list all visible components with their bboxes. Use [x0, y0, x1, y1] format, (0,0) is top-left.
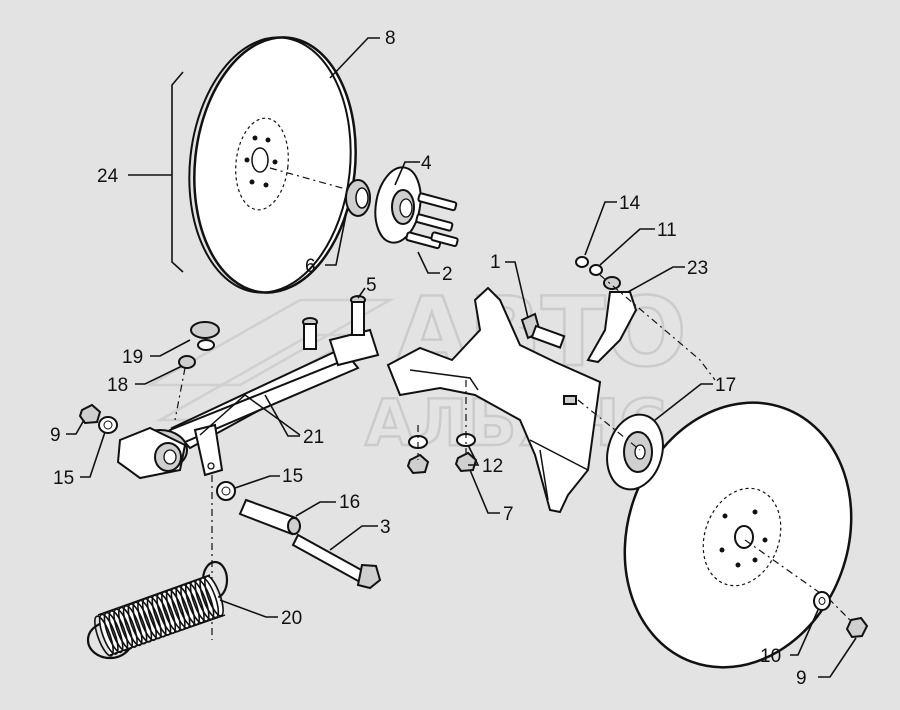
callout-8: 8 — [385, 28, 396, 49]
callout-labels: 8 4 24 6 2 14 11 1 23 5 19 18 17 9 21 15… — [50, 28, 807, 689]
callout-1: 1 — [490, 252, 501, 273]
bolt-5 — [350, 295, 366, 336]
leader-lines — [66, 37, 857, 678]
sleeve-16 — [238, 498, 301, 536]
callout-18: 18 — [107, 375, 128, 396]
scraper-bracket — [386, 286, 602, 514]
callout-14: 14 — [619, 193, 641, 214]
callout-6: 6 — [305, 256, 316, 277]
bushing-15-left — [98, 416, 118, 434]
callout-7: 7 — [503, 504, 514, 525]
scraper-23 — [586, 276, 638, 364]
callout-11: 11 — [657, 220, 677, 241]
grease-fitting-19 — [190, 321, 220, 351]
callout-9-left: 9 — [50, 425, 61, 446]
bearing — [345, 179, 371, 217]
spring-coil — [94, 615, 114, 657]
callout-2: 2 — [442, 264, 453, 285]
callout-12: 12 — [482, 456, 503, 477]
callout-3: 3 — [380, 517, 391, 538]
callout-24: 24 — [97, 166, 119, 187]
nut-left — [406, 453, 430, 475]
washers-14-11 — [575, 256, 603, 276]
callout-16: 16 — [339, 492, 360, 513]
spring-arm — [116, 328, 380, 480]
callout-17: 17 — [715, 375, 736, 396]
callout-20: 20 — [281, 608, 302, 629]
callout-10: 10 — [760, 646, 781, 667]
bolt-left — [302, 317, 318, 350]
callout-15-lower: 15 — [282, 466, 303, 487]
callout-19: 19 — [122, 347, 143, 368]
spring-coil — [98, 613, 119, 655]
nut-7 — [454, 451, 478, 473]
hub-flange — [374, 166, 422, 244]
callout-15-left: 15 — [53, 468, 74, 489]
lower-disc — [623, 401, 853, 669]
bolt-3 — [291, 533, 382, 590]
callout-4: 4 — [421, 153, 432, 174]
callout-5: 5 — [366, 275, 377, 296]
callout-21: 21 — [303, 427, 324, 448]
washer-10 — [813, 591, 831, 611]
callout-9-right: 9 — [796, 668, 807, 689]
disc-hub-17 — [606, 413, 664, 491]
nut-9-left — [78, 403, 102, 425]
callout-23: 23 — [687, 258, 708, 279]
bushing-15-lower — [216, 481, 236, 501]
bolt-1 — [520, 312, 566, 349]
flange-bolts — [405, 192, 459, 250]
upper-disc — [171, 36, 357, 294]
nut-9-right — [845, 616, 869, 639]
spring-20 — [86, 560, 229, 660]
grease-fitting-18 — [178, 355, 196, 369]
